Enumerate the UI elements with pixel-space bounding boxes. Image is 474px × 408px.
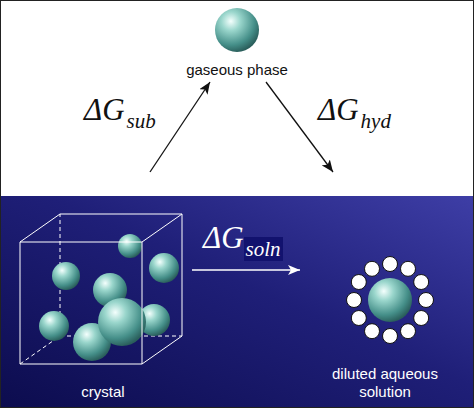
- water-molecule: [365, 261, 380, 276]
- state-label: crystal: [81, 383, 124, 404]
- water-molecule: [365, 324, 380, 339]
- crystal-sphere: [52, 262, 80, 290]
- water-molecule: [351, 311, 366, 326]
- ion-sphere: [368, 278, 412, 322]
- water-molecule: [351, 275, 366, 290]
- water-molecule: [347, 293, 362, 308]
- node-illustration: [14, 172, 192, 404]
- blue-ground: [0, 196, 474, 408]
- crystal-sphere: [98, 298, 146, 346]
- cube-edge: [20, 364, 142, 365]
- water-molecule: [419, 293, 434, 308]
- state-node: crystal: [14, 172, 192, 404]
- hydrated-ion: [347, 257, 434, 344]
- white-ground: [0, 0, 474, 196]
- cube-edge: [142, 336, 182, 364]
- state-label: diluted aqueous solution: [310, 365, 460, 404]
- process-arrow: [192, 269, 300, 270]
- cube-edge: [142, 242, 143, 364]
- free-energy-label: ΔGsub: [84, 92, 158, 131]
- cube-edge: [20, 242, 142, 243]
- crystal-sphere: [39, 311, 69, 341]
- state-node: gaseous phase: [182, 4, 292, 82]
- cube-edge: [142, 214, 182, 242]
- crystal-cube: [20, 214, 182, 364]
- state-node: diluted aqueous solution: [300, 172, 470, 404]
- water-molecule: [414, 311, 429, 326]
- gas-sphere: [215, 8, 259, 52]
- water-molecule: [383, 257, 398, 272]
- process-arrow: [150, 82, 210, 172]
- water-molecule: [401, 324, 416, 339]
- cube-edge: [60, 214, 182, 215]
- crystal-sphere: [149, 253, 179, 283]
- cube-edge: [20, 214, 60, 242]
- free-energy-label: ΔGhyd: [318, 92, 393, 131]
- crystal-sphere: [118, 234, 142, 258]
- cube-edge: [182, 214, 183, 336]
- free-energy-label: ΔGsoln: [203, 220, 283, 259]
- state-label: gaseous phase: [186, 61, 288, 82]
- water-molecule: [383, 329, 398, 344]
- cube-edge: [20, 242, 21, 364]
- water-molecule: [414, 275, 429, 290]
- water-molecule: [401, 261, 416, 276]
